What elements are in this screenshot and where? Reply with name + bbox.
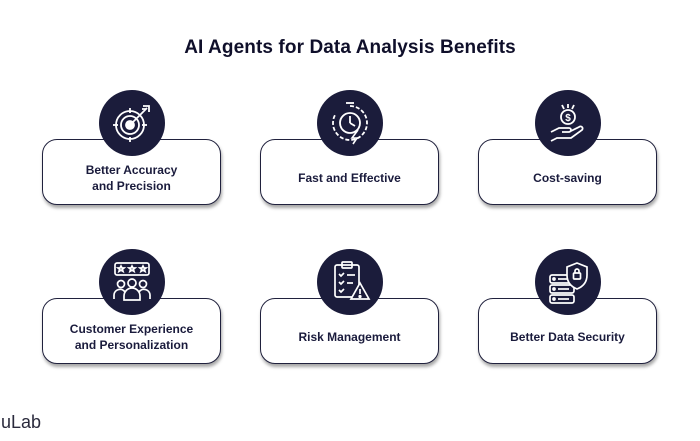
benefit-card-risk: Risk Management — [260, 298, 439, 364]
benefit-label: Customer Experience and Personalization — [69, 322, 194, 352]
server-shield-icon — [535, 249, 601, 315]
clipboard-warning-icon — [317, 249, 383, 315]
benefit-label: Cost-saving — [533, 171, 602, 185]
benefit-label: Fast and Effective — [298, 171, 401, 185]
benefit-label: Better Data Security — [510, 330, 625, 344]
brand-logo-text: luLab — [0, 412, 42, 432]
page-title: AI Agents for Data Analysis Benefits — [184, 37, 516, 58]
benefit-label: Risk Management — [298, 330, 401, 344]
svg-text:$: $ — [565, 113, 571, 124]
coins-hand-icon: $ — [535, 90, 601, 156]
stopwatch-icon — [317, 90, 383, 156]
people-rating-icon — [99, 249, 165, 315]
target-icon — [99, 90, 165, 156]
benefit-label: Better Accuracy and Precision — [85, 163, 178, 193]
